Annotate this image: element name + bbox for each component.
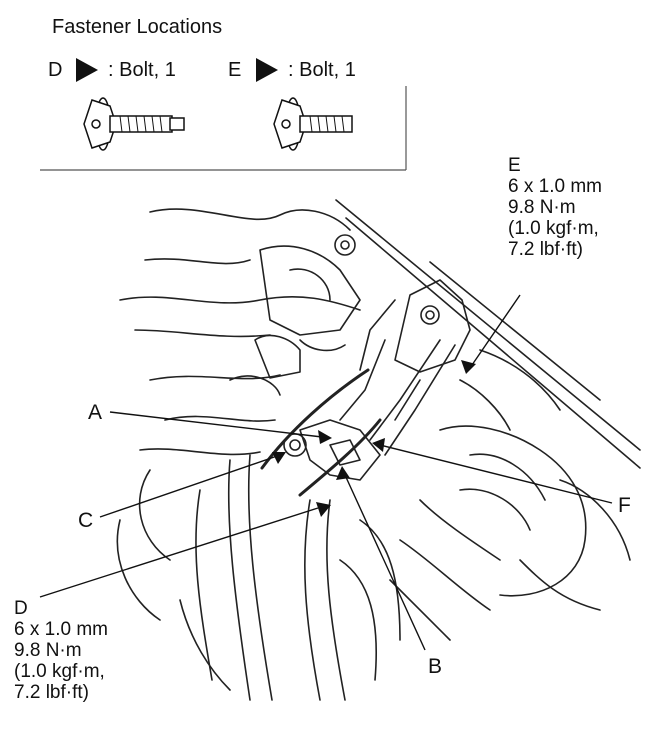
spec-e: E 6 x 1.0 mm 9.8 N·m (1.0 kgf·m, 7.2 lbf… <box>508 155 602 260</box>
spec-d-torque-nm: 9.8 N·m <box>14 640 82 661</box>
spec-d: D 6 x 1.0 mm 9.8 N·m (1.0 kgf·m, 7.2 lbf… <box>14 598 108 703</box>
callout-b: B <box>428 655 443 678</box>
spec-e-torque-nm: 9.8 N·m <box>508 197 576 218</box>
legend-e-text: : Bolt, 1 <box>288 59 356 81</box>
arrowhead-f <box>372 438 385 452</box>
callout-a: A <box>88 401 103 424</box>
arrowhead-a <box>318 430 332 444</box>
spec-e-torque-lbfft: 7.2 lbf·ft) <box>508 239 583 260</box>
arrowhead-b <box>336 466 350 480</box>
bolt-d-icon <box>83 97 185 151</box>
leader-c <box>99 454 281 518</box>
legend-d-text: : Bolt, 1 <box>108 59 176 81</box>
leader-a <box>109 411 323 438</box>
callout-c: C <box>78 509 94 532</box>
legend-arrow-d-icon <box>76 58 98 82</box>
spec-d-letter: D <box>14 598 28 619</box>
leader-b <box>344 474 426 651</box>
arrowhead-d <box>316 502 331 517</box>
spec-d-torque-kgfm: (1.0 kgf·m, <box>14 661 105 682</box>
spec-e-letter: E <box>508 155 521 176</box>
arrowhead-e <box>461 360 476 374</box>
legend-d-letter: D <box>48 59 63 81</box>
leader-d <box>39 507 319 598</box>
spec-d-size: 6 x 1.0 mm <box>14 619 108 640</box>
legend-e-letter: E <box>228 59 242 81</box>
bolt-e-icon <box>273 97 353 151</box>
spec-e-torque-kgfm: (1.0 kgf·m, <box>508 218 599 239</box>
legend-arrow-e-icon <box>256 58 278 82</box>
callout-f: F <box>618 494 631 517</box>
arrowhead-c <box>272 452 286 464</box>
legend-title: Fastener Locations <box>52 16 223 38</box>
leader-e <box>471 294 521 366</box>
spec-e-size: 6 x 1.0 mm <box>508 176 602 197</box>
leader-f <box>379 444 613 504</box>
spec-d-torque-lbfft: 7.2 lbf·ft) <box>14 682 89 703</box>
